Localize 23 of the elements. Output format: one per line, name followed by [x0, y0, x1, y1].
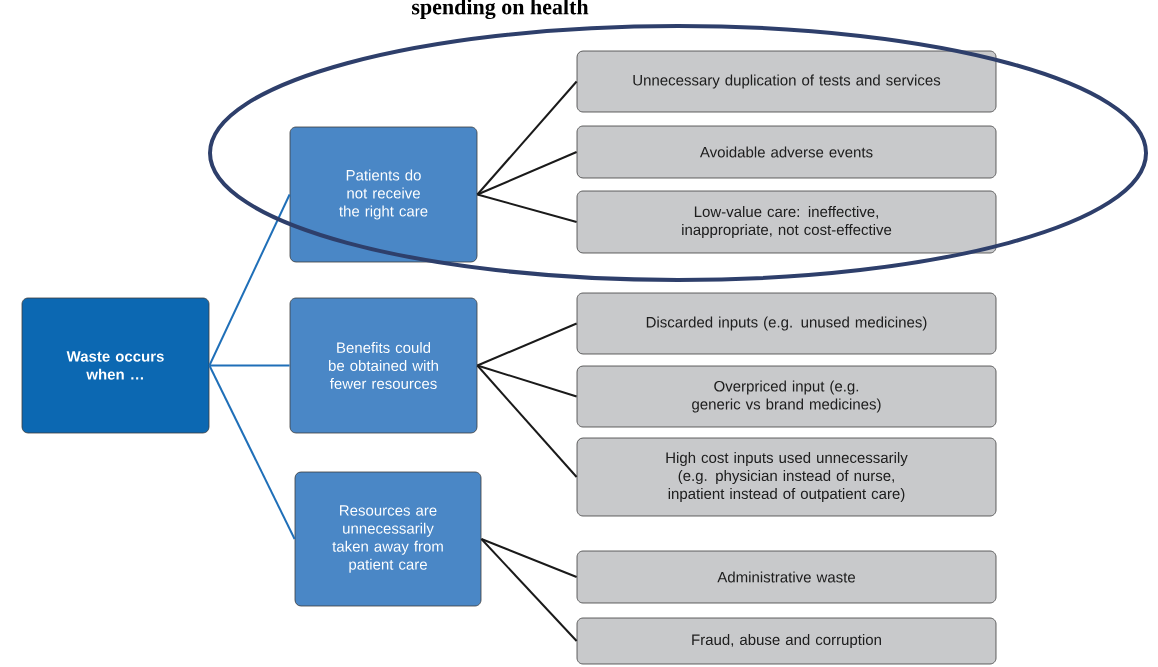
item-box: Unnecessary duplication of tests and services	[576, 50, 997, 113]
category-box: Patients do not receive the right care	[289, 126, 478, 263]
item-box: Discarded inputs (e.g. unused medicines)	[576, 292, 997, 355]
connector-line	[476, 364, 578, 478]
connector-line	[476, 151, 578, 196]
category-box: Resources are unnecessarily taken away from patient care	[294, 471, 482, 607]
connector-line	[480, 538, 578, 642]
connector-line	[476, 193, 578, 223]
connector-line	[476, 364, 578, 398]
item-box: High cost inputs used unnecessarily (e.g. physician instead of nurse, inpatient instead of outpatient care)	[576, 437, 997, 517]
connector-line	[208, 193, 291, 367]
connector-line	[208, 364, 291, 367]
connector-line	[476, 322, 578, 367]
connector-line	[476, 80, 578, 196]
item-box: Fraud, abuse and corruption	[576, 617, 997, 665]
root-box: Waste occurs when …	[21, 297, 210, 434]
connector-line	[208, 364, 296, 540]
connector-line	[480, 538, 578, 578]
item-box: Administrative waste	[576, 550, 997, 604]
item-box: Avoidable adverse events	[576, 125, 997, 179]
item-box: Overpriced input (e.g. generic vs brand medicines)	[576, 365, 997, 428]
item-box: Low-value care: ineffective, inappropriate, not cost-effective	[576, 190, 997, 254]
category-box: Benefits could be obtained with fewer resources	[289, 297, 478, 434]
